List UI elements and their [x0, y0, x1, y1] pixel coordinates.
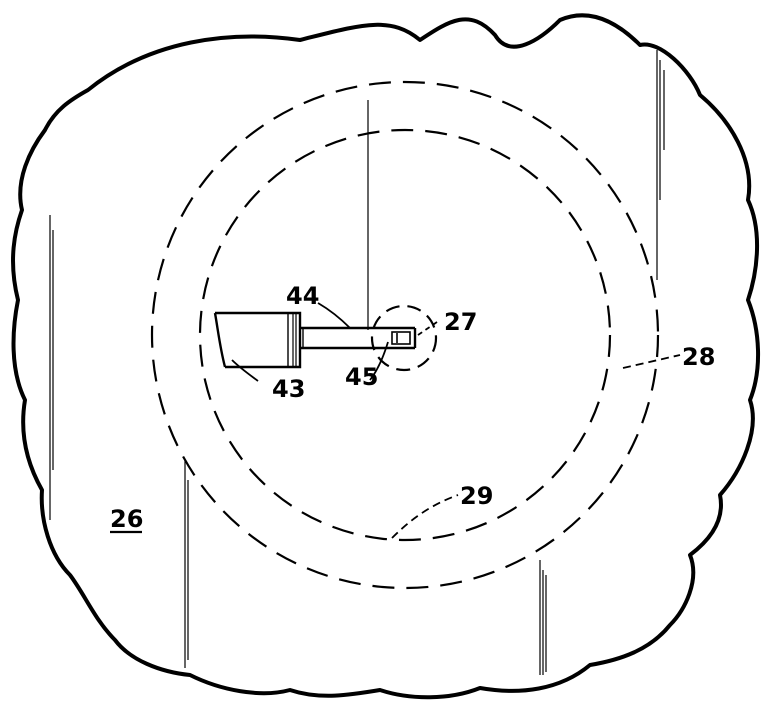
- label-26: 26: [110, 505, 143, 533]
- label-27: 27: [444, 308, 477, 336]
- hatching-lines: [49, 50, 665, 675]
- base-block-43: [213, 311, 302, 369]
- center-circle-27: [370, 304, 438, 372]
- probe-arm-44: [300, 326, 417, 350]
- leader-lines: [231, 302, 681, 539]
- label-29: 29: [460, 482, 493, 510]
- label-45: 45: [345, 363, 378, 391]
- label-43: 43: [272, 375, 305, 403]
- wafer-outline: [11, 13, 761, 700]
- outer-circle-28: [150, 80, 660, 590]
- probe-tip-45: [391, 331, 411, 345]
- inner-circle-29: [198, 128, 612, 542]
- label-28: 28: [682, 343, 715, 371]
- label-44: 44: [286, 282, 319, 310]
